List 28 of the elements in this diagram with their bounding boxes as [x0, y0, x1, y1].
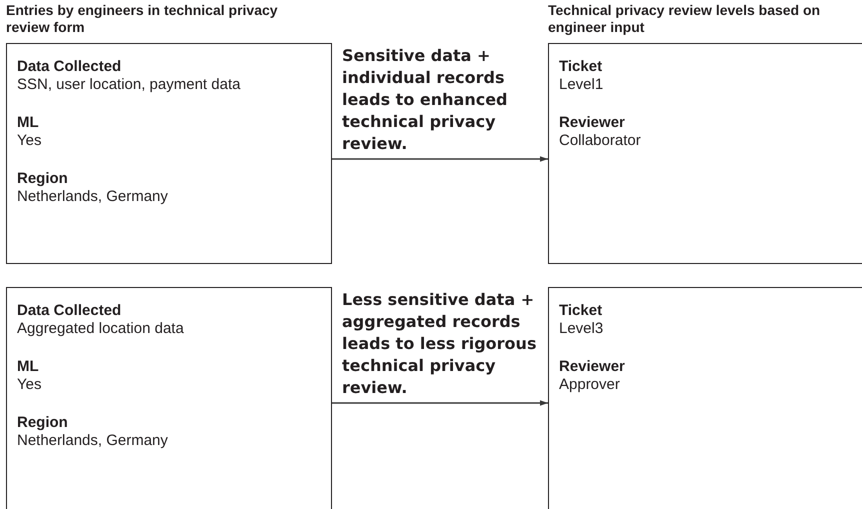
field-name: Data Collected — [17, 302, 122, 320]
field-value: Yes — [17, 376, 42, 394]
field-value: Approver — [559, 376, 620, 394]
field-name: Ticket — [559, 58, 602, 76]
field-value: Aggregated location data — [17, 320, 184, 338]
field-value: Yes — [17, 132, 42, 150]
form-panel — [548, 43, 862, 264]
column-heading: Technical privacy review levels based on engineer input — [548, 2, 822, 36]
field-value: Collaborator — [559, 132, 641, 150]
field-value: Level1 — [559, 76, 604, 94]
field-value: Netherlands, Germany — [17, 432, 168, 450]
form-panel — [548, 287, 862, 509]
field-name: Data Collected — [17, 58, 122, 76]
arrow — [332, 400, 548, 406]
field-name: Reviewer — [559, 358, 625, 376]
field-name: ML — [17, 114, 39, 132]
column-heading: Entries by engineers in technical privacy review form — [6, 2, 279, 36]
arrow — [332, 156, 548, 162]
field-value: Netherlands, Germany — [17, 188, 168, 206]
field-value: Level3 — [559, 320, 604, 338]
field-name: Ticket — [559, 302, 602, 320]
field-value: SSN, user location, payment data — [17, 76, 240, 94]
field-name: Region — [17, 414, 68, 432]
field-name: Region — [17, 170, 68, 188]
field-name: ML — [17, 358, 39, 376]
form-panel — [6, 43, 332, 264]
field-name: Reviewer — [559, 114, 625, 132]
form-panel — [6, 287, 332, 509]
